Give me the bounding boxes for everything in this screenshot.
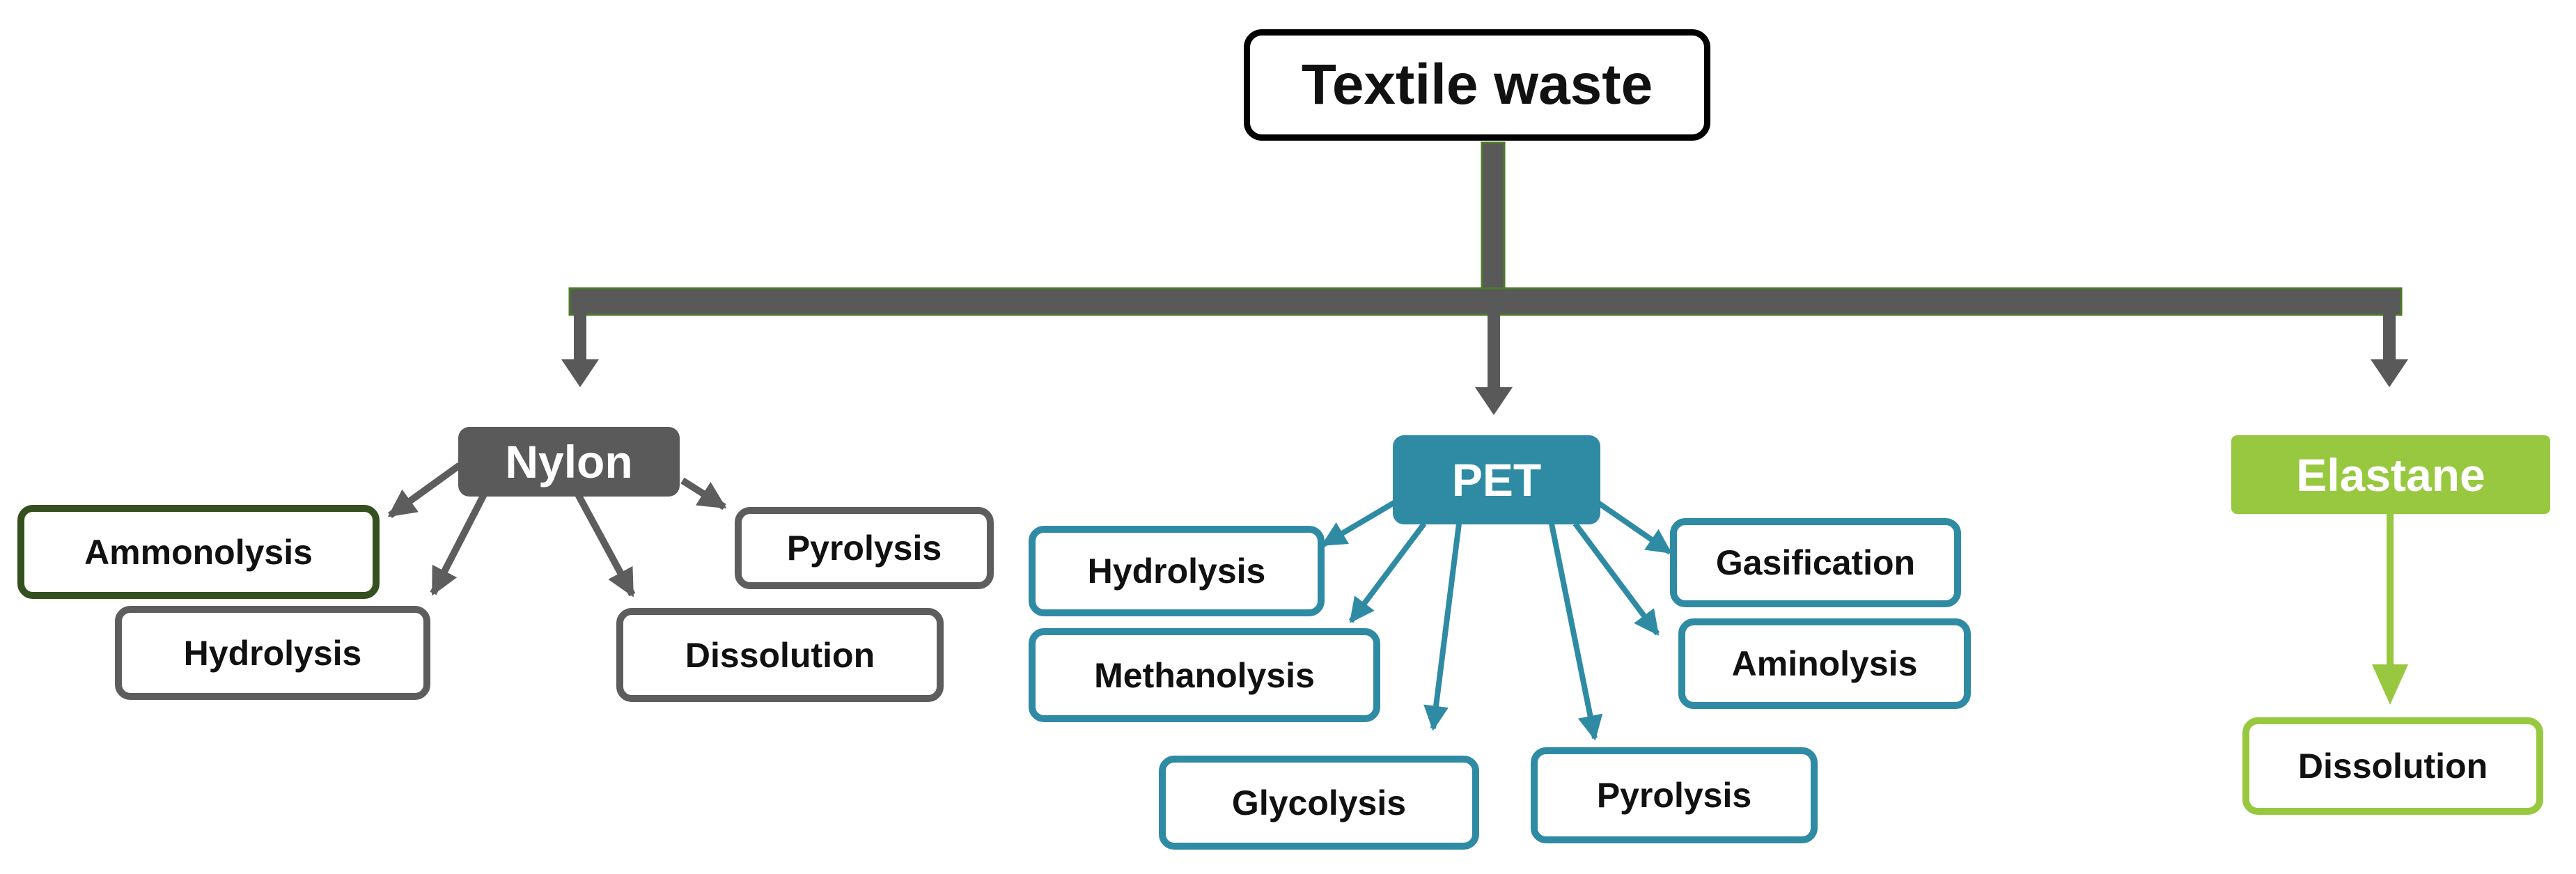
nylon-method-dissolution: Dissolution — [616, 608, 944, 702]
arrow-nylon-hydrolysis — [430, 492, 487, 596]
pet-method-pyrolysis: Pyrolysis — [1531, 747, 1818, 843]
drop-nylon-arrowhead — [561, 359, 599, 387]
arrow-elastane-arrowhead — [2372, 664, 2408, 705]
drop-pet-arrowhead — [1475, 387, 1513, 415]
pet-method-glycolysis: Glycolysis — [1159, 756, 1479, 850]
nylon-method-label: Pyrolysis — [786, 529, 942, 568]
arrow-pet-pyrolysis — [1549, 523, 1603, 741]
pet-method-methanolysis: Methanolysis — [1029, 628, 1380, 722]
elastane-method-label: Dissolution — [2297, 747, 2488, 786]
pet-method-label: Hydrolysis — [1087, 552, 1266, 591]
pet-method-label: Methanolysis — [1094, 655, 1315, 695]
nylon-method-ammonolysis: Ammonolysis — [17, 505, 380, 599]
drop-pet — [1488, 313, 1500, 389]
category-nylon-label: Nylon — [505, 436, 633, 487]
arrow-pet-gasification — [1594, 499, 1672, 555]
drop-nylon — [574, 313, 586, 361]
pet-method-label: Glycolysis — [1231, 783, 1407, 822]
elastane-method-dissolution: Dissolution — [2242, 717, 2543, 815]
nylon-method-label: Hydrolysis — [183, 633, 362, 673]
arrow-pet-hydrolysis — [1320, 499, 1398, 547]
pet-method-aminolysis: Aminolysis — [1678, 618, 1971, 709]
root-textile-waste: Textile waste — [1244, 29, 1710, 141]
arrow-pet-glycolysis — [1423, 523, 1462, 731]
category-pet: PET — [1393, 435, 1600, 524]
drop-elastane — [2383, 313, 2396, 361]
nylon-method-label: Ammonolysis — [84, 532, 313, 572]
category-elastane-label: Elastane — [2296, 448, 2485, 501]
root-label: Textile waste — [1301, 53, 1653, 116]
trunk-bar — [568, 287, 2403, 316]
trunk-vertical — [1481, 141, 1506, 302]
category-nylon: Nylon — [458, 427, 680, 497]
pet-method-label: Gasification — [1715, 543, 1916, 582]
arrow-pet-aminolysis — [1572, 522, 1660, 636]
pet-method-label: Pyrolysis — [1596, 776, 1752, 815]
drop-elastane-arrowhead — [2371, 359, 2408, 387]
arrow-pet-methanolysis — [1348, 522, 1427, 623]
pet-method-hydrolysis: Hydrolysis — [1029, 526, 1325, 616]
pet-method-gasification: Gasification — [1670, 518, 1961, 607]
nylon-method-pyrolysis: Pyrolysis — [735, 507, 994, 589]
arrow-nylon-dissolution — [575, 492, 636, 598]
pet-method-label: Aminolysis — [1731, 644, 1918, 683]
arrow-elastane-shaft — [2387, 514, 2394, 667]
arrow-nylon-ammonolysis — [387, 462, 462, 519]
category-pet-label: PET — [1451, 454, 1542, 506]
nylon-method-label: Dissolution — [685, 635, 875, 675]
category-elastane: Elastane — [2231, 435, 2550, 514]
nylon-method-hydrolysis: Hydrolysis — [115, 606, 430, 700]
arrow-nylon-pyrolysis — [680, 477, 727, 510]
